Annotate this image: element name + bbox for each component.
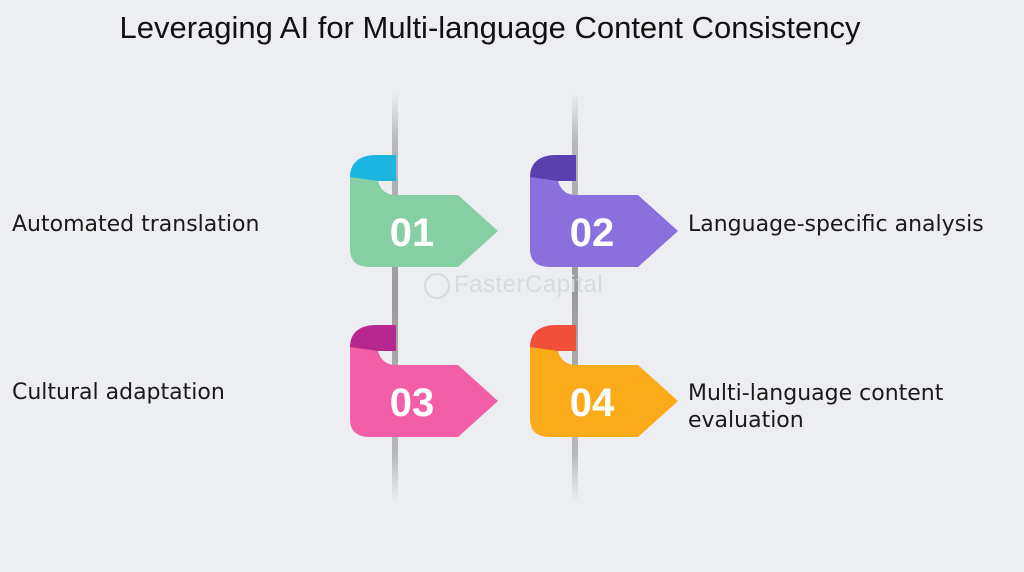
step-label-03: Cultural adaptation: [12, 380, 225, 405]
step-number-03: 03: [389, 381, 435, 425]
step-number-02: 02: [569, 211, 615, 255]
step-label-02: Language-specific analysis: [688, 212, 984, 237]
ribbon-shape-01: [350, 155, 498, 267]
step-number-01: 01: [389, 211, 435, 255]
step-badge-03: 03: [348, 325, 508, 445]
watermark: FasterCapital: [424, 271, 603, 299]
page-title: Leveraging AI for Multi-language Content…: [119, 10, 861, 45]
step-number-04: 04: [569, 381, 615, 425]
step-label-04: Multi-language content evaluation: [688, 381, 944, 433]
ribbon-shape-02: [530, 155, 678, 267]
watermark-text: FasterCapital: [454, 271, 604, 298]
right-rod: [572, 92, 578, 502]
ribbon-shape-04: [530, 325, 678, 437]
step-badge-02: 02: [528, 155, 688, 275]
left-rod: [392, 92, 398, 502]
watermark-logo-icon: [424, 272, 450, 299]
step-label-01: Automated translation: [12, 212, 260, 237]
ribbon-shape-03: [350, 325, 498, 437]
step-badge-01: 01: [348, 155, 508, 275]
step-badge-04: 04: [528, 325, 688, 445]
